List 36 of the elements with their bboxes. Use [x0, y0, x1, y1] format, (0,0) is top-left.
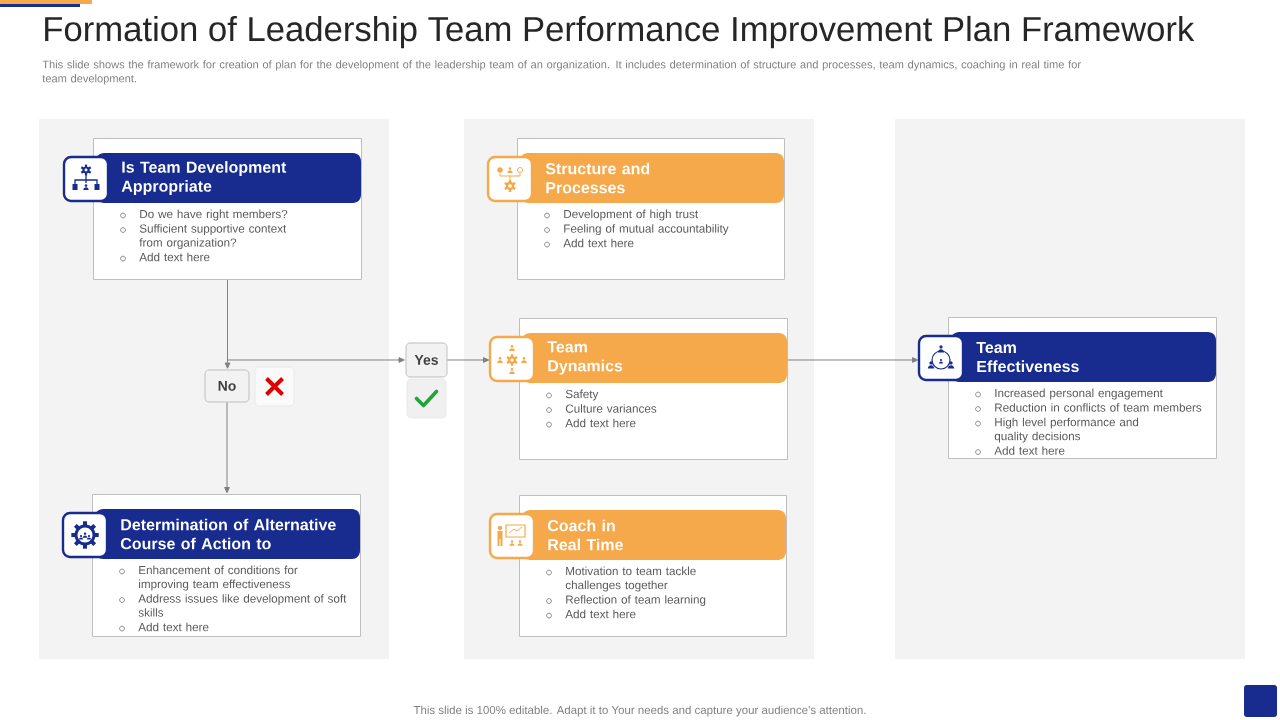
bullet-text: Address issues like development of soft skills: [138, 594, 347, 617]
arrow: [224, 402, 230, 494]
bullet-text: High level performance and quality decisions: [994, 417, 1139, 443]
arrow: [227, 357, 405, 363]
bullet-text: Safety: [565, 389, 599, 401]
card-heading: Team Dynamics: [522, 333, 787, 383]
decision-tag: Yes: [405, 342, 448, 378]
bullet-text: Sufficient supportive context from organization?: [139, 224, 287, 249]
connector-line: [227, 279, 228, 361]
bullet-text: Enhancement of conditions for improving team effectiveness: [139, 565, 298, 591]
card-heading: Determination of Alternative Course of Action to: [95, 509, 360, 559]
bullet-text: Reduction in conflicts of team members: [995, 403, 1202, 412]
bullet-text: Add text here: [563, 238, 634, 248]
bullet-text: Add text here: [565, 609, 636, 619]
bullet-text: Feeling of mutual accountability: [564, 224, 729, 235]
bullet-text: Add text here: [565, 418, 636, 428]
footer-note: This slide is 100% editable. Adapt it to Your needs and capture your audience’s attention.: [413, 705, 866, 717]
arrow: [787, 357, 919, 363]
decision-tag: No: [204, 369, 250, 403]
bullet-text: Reflection of team learning: [566, 595, 706, 606]
bullet-text: Culture variances: [565, 404, 657, 413]
slide-title: Formation of Leadership Team Performance Improvement Plan Framework: [45, 15, 1195, 49]
arrow: [447, 357, 490, 363]
card-heading: Team Effectiveness: [951, 332, 1216, 382]
card-heading: Coach in Real Time: [522, 510, 786, 560]
bullet-text: Add text here: [994, 446, 1065, 455]
description-text: This slide shows the framework for creation of plan for the development of the leadership team of an organization. It includes determination of structure and processes, team dynamics, coaching in real time for team development.: [42, 60, 1081, 85]
bullet-text: Increased personal engagement: [995, 388, 1163, 400]
bullet-text: Development of high trust: [564, 209, 699, 221]
card-heading: Structure and Processes: [520, 153, 784, 203]
bullet-text: Do we have right members?: [140, 209, 288, 221]
bullet-text: Add text here: [139, 252, 210, 262]
card-heading: Is Team Development Appropriate: [96, 153, 361, 203]
arrow: [224, 359, 231, 369]
bullet-text: Motivation to team tackle challenges together: [565, 566, 696, 592]
bullet-text: Add text here: [138, 622, 209, 632]
